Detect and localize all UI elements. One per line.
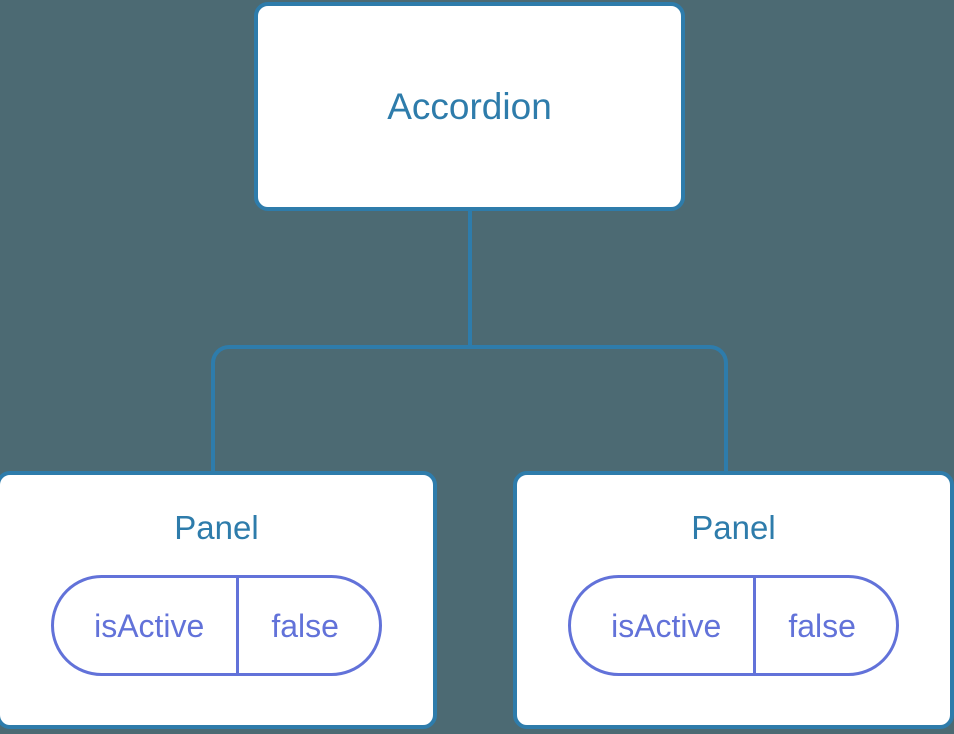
state-pill-left[interactable]: isActive false xyxy=(51,575,382,676)
edge-root-to-panel-right xyxy=(470,345,728,474)
node-accordion[interactable]: Accordion xyxy=(254,2,685,211)
node-panel-right[interactable]: Panel isActive false xyxy=(513,471,954,729)
state-pill-right[interactable]: isActive false xyxy=(568,575,899,676)
node-accordion-label: Accordion xyxy=(387,86,552,127)
state-pill-left-key: isActive xyxy=(94,607,205,644)
edge-root-to-panel-left xyxy=(211,345,470,474)
state-pill-left-value: false xyxy=(236,578,379,673)
node-panel-left[interactable]: Panel isActive false xyxy=(0,471,437,729)
state-pill-right-key: isActive xyxy=(611,607,722,644)
state-pill-right-value: false xyxy=(753,578,896,673)
node-panel-left-label: Panel xyxy=(174,509,259,546)
node-panel-right-label: Panel xyxy=(691,509,776,546)
